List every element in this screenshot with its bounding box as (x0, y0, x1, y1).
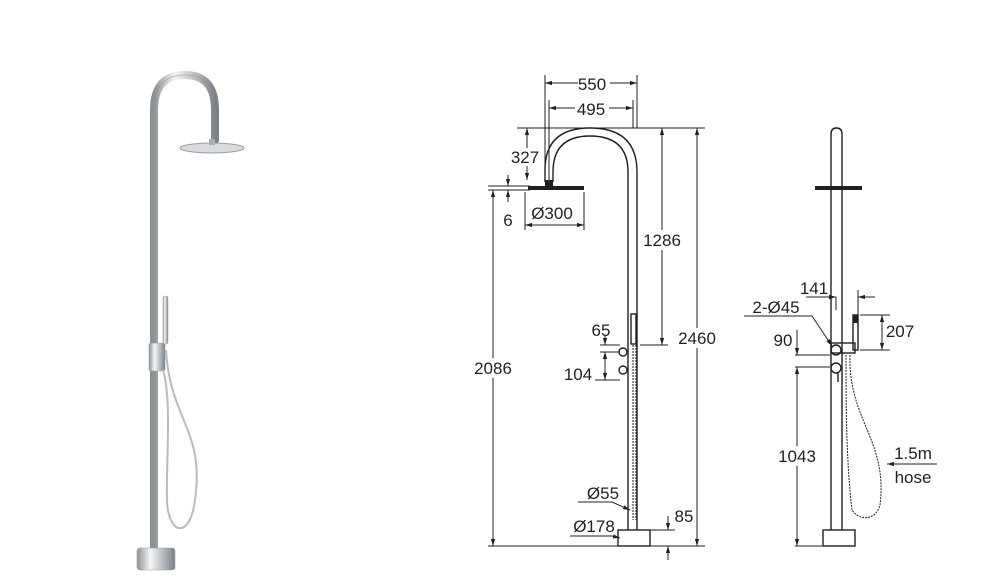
mixer-body (148, 342, 166, 372)
hose-length: 1.5m (894, 444, 932, 463)
dim-2460: 2460 (678, 329, 716, 348)
dim-handle-diameter: 2-Ø45 (752, 298, 799, 317)
dim-104: 104 (564, 365, 592, 384)
dim-pole-diameter: Ø55 (587, 484, 619, 503)
handshower (162, 295, 169, 345)
product-photo (136, 70, 245, 571)
dim-141: 141 (800, 279, 828, 298)
front-view-drawing: 550 495 327 6 Ø300 2086 1286 2460 65 104… (472, 74, 718, 560)
dim-85: 85 (675, 507, 694, 526)
dim-1286: 1286 (643, 231, 681, 250)
hose-label: hose (895, 468, 932, 487)
dim-327: 327 (511, 148, 539, 167)
dim-65: 65 (592, 321, 611, 340)
dim-90: 90 (774, 331, 793, 350)
side-view-drawing: 141 2-Ø45 207 90 1043 1.5m hose (744, 127, 937, 547)
dim-head-diameter: Ø300 (531, 204, 573, 223)
dim-base-diameter: Ø178 (573, 517, 615, 536)
base (136, 547, 176, 571)
dim-550: 550 (578, 75, 606, 94)
dim-6: 6 (503, 211, 512, 230)
dim-207: 207 (886, 322, 914, 341)
dim-495: 495 (577, 100, 605, 119)
dim-1043: 1043 (778, 447, 816, 466)
hose (162, 349, 198, 530)
dim-2086: 2086 (474, 359, 512, 378)
